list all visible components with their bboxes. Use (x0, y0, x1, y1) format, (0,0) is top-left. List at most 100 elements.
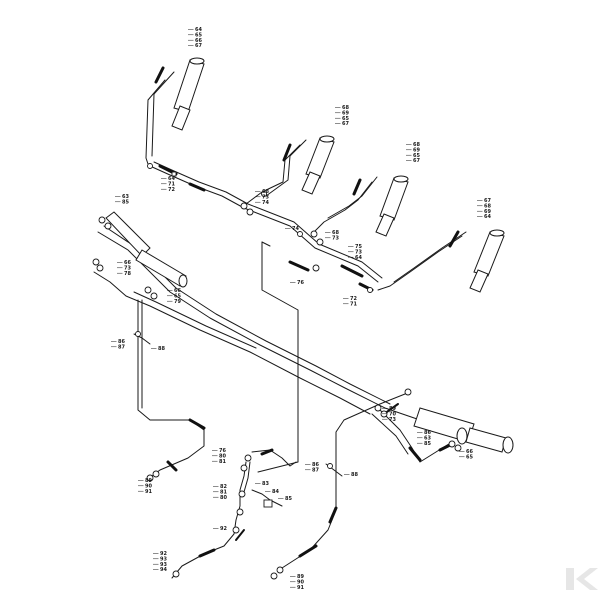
part-number-label: 68 (262, 189, 269, 195)
part-number-label: 65 (413, 153, 420, 159)
part-number-label: 88 (158, 346, 165, 352)
part-number-label: 63 (424, 435, 431, 441)
part-number-label: 79 (174, 299, 181, 305)
part-number-label: 90 (297, 579, 304, 585)
part-number-label: 71 (350, 301, 357, 307)
part-number-label: 64 (355, 255, 362, 261)
callout-group: 74 (285, 226, 299, 232)
part-number-label: 76 (219, 448, 226, 454)
part-number-label: 75 (355, 244, 362, 250)
part-number-label: 76 (297, 280, 304, 286)
part-number-label: 64 (168, 176, 175, 182)
callout-group: 88 (344, 472, 358, 478)
part-number-label: 93 (160, 556, 167, 562)
part-number-label: 92 (160, 551, 167, 557)
part-number-label: 66 (466, 449, 473, 455)
part-number-label: 73 (262, 194, 269, 200)
part-number-label: 69 (413, 147, 420, 153)
part-number-label: 71 (168, 181, 175, 187)
callout-group: 83 (255, 481, 269, 487)
part-number-label: 69 (342, 110, 349, 116)
part-number-label: 86 (118, 339, 125, 345)
part-number-label: 70 (389, 411, 396, 417)
part-number-label: 90 (145, 483, 152, 489)
part-number-label: 89 (389, 406, 396, 412)
part-number-label: 89 (297, 574, 304, 580)
part-number-label: 74 (292, 226, 299, 232)
part-number-label: 83 (262, 481, 269, 487)
part-number-label: 72 (168, 187, 175, 193)
part-number-label: 92 (220, 526, 227, 532)
part-number-label: 67 (342, 121, 349, 127)
part-number-label: 94 (160, 567, 167, 573)
part-number-label: 78 (124, 271, 131, 277)
part-number-label: 67 (484, 198, 491, 204)
part-number-label: 80 (220, 495, 227, 501)
part-number-label: 88 (351, 472, 358, 478)
cylinder-lower-right (413, 407, 514, 454)
callout-group: 88 (151, 346, 165, 352)
part-number-label: 85 (424, 441, 431, 447)
part-number-label: 69 (484, 209, 491, 215)
callout-group: 92 (213, 526, 227, 532)
part-number-label: 91 (145, 489, 152, 495)
part-number-label: 66 (195, 38, 202, 44)
part-number-label: 65 (195, 32, 202, 38)
part-number-label: 81 (220, 489, 227, 495)
part-number-label: 65 (466, 454, 473, 460)
part-number-label: 68 (342, 105, 349, 111)
cylinder-right (469, 229, 505, 293)
part-number-label: 67 (413, 158, 420, 164)
part-number-label: 72 (350, 296, 357, 302)
hydraulic-lines (93, 71, 467, 579)
part-number-label: 67 (195, 43, 202, 49)
part-number-label: 80 (219, 453, 226, 459)
part-number-label: 84 (272, 489, 279, 495)
part-number-label: 68 (332, 230, 339, 236)
part-number-label: 87 (118, 344, 125, 350)
callout-group: 85 (278, 496, 292, 502)
part-number-label: 87 (312, 467, 319, 473)
part-number-label: 73 (332, 235, 339, 241)
cylinder-left-diagonal (105, 211, 188, 288)
part-number-label: 81 (219, 459, 226, 465)
part-number-label: 68 (413, 142, 420, 148)
fittings (92, 163, 462, 580)
callout-group: 76 (290, 280, 304, 286)
part-number-label: 66 (174, 288, 181, 294)
part-number-label: 65 (342, 116, 349, 122)
brand-logo (566, 568, 598, 590)
part-number-label: 68 (484, 203, 491, 209)
part-number-label: 73 (124, 265, 131, 271)
hydraulic-cylinders (105, 57, 514, 454)
part-number-label: 82 (220, 484, 227, 490)
part-number-label: 86 (424, 430, 431, 436)
part-number-label: 86 (312, 462, 319, 468)
part-number-label: 73 (389, 417, 396, 423)
part-number-label: 65 (174, 293, 181, 299)
cylinder-second (301, 135, 335, 195)
part-number-label: 89 (145, 478, 152, 484)
part-number-label: 66 (124, 260, 131, 266)
part-number-label: 73 (355, 249, 362, 255)
